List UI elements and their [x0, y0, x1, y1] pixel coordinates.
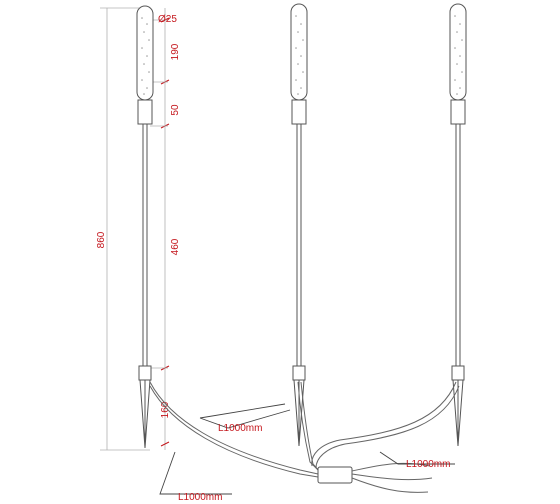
- segment-dimension-line: Ø25 190 50 460 160: [150, 8, 181, 450]
- stem-length-label: 460: [170, 238, 181, 255]
- tube-length-label: 190: [170, 43, 181, 60]
- connection-cables: [149, 381, 460, 493]
- total-height-label: 860: [96, 231, 107, 248]
- light-stake-left: [136, 5, 154, 449]
- cable-leaders: L1000mm L1000mm L1000mm: [159, 403, 455, 503]
- cable-label-upper: L1000mm: [218, 423, 262, 434]
- neck-length-label: 50: [170, 104, 181, 116]
- light-stake-right: [449, 3, 467, 447]
- cable-label-bottom: L1000mm: [178, 492, 222, 503]
- junction-box: [317, 466, 353, 484]
- cable-label-right: L1000mm: [406, 459, 450, 470]
- overall-height-dimension: 860: [96, 7, 150, 451]
- light-stake-middle: [290, 3, 308, 447]
- spike-length-label: 160: [160, 401, 171, 418]
- diameter-label: Ø25: [158, 14, 177, 25]
